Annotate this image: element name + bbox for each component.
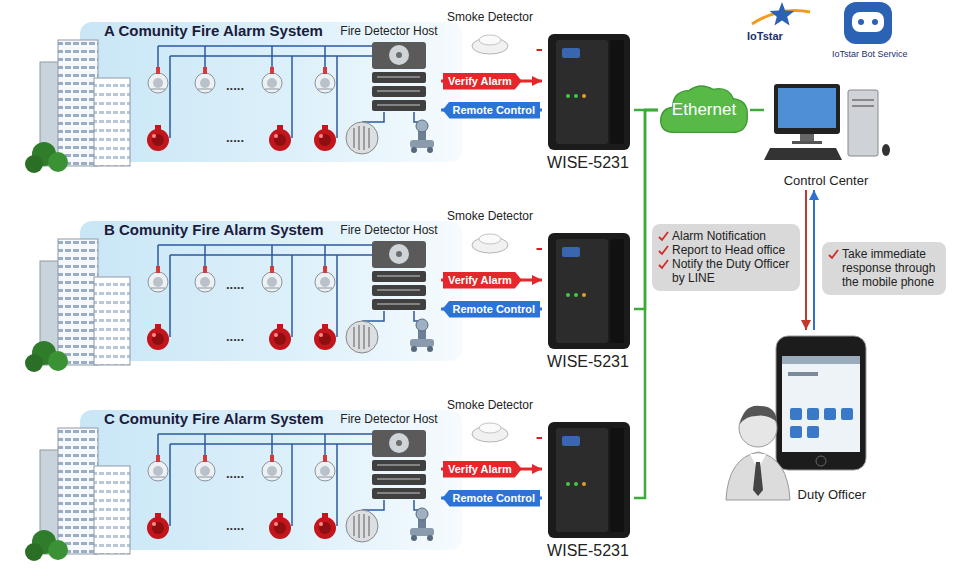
arrow-label: Verify Alarm — [443, 73, 522, 90]
bot-service-logo-part — [872, 19, 878, 25]
response-arrow — [813, 190, 815, 330]
node-label: Smoke Detector — [447, 209, 533, 223]
node-label: A Comunity Fire Alarm System — [104, 22, 323, 39]
arrow-label: Remote Control — [443, 301, 541, 318]
iotstar-logo — [752, 2, 810, 26]
mobile-phone-part — [807, 408, 819, 420]
fire-alarm-system-illustration — [25, 34, 630, 173]
person-figure — [726, 406, 790, 500]
callout-text: Report to Head office — [672, 243, 794, 257]
node-label: C Comunity Fire Alarm System — [104, 410, 324, 427]
callout-text: Notify the Duty Officer by LINE — [672, 257, 794, 285]
callout-row: Alarm Notification — [658, 229, 794, 243]
person-figure-part — [740, 406, 777, 424]
callout-text: Alarm Notification — [672, 229, 794, 243]
ellipsis-mark: ..... — [226, 329, 244, 344]
node-label: Smoke Detector — [447, 10, 533, 24]
mobile-phone-part — [841, 408, 853, 420]
mobile-phone-part — [790, 408, 802, 420]
arrow-label: Verify Alarm — [443, 272, 522, 289]
node-label: Smoke Detector — [447, 398, 533, 412]
computer-icon-part — [848, 90, 878, 156]
callout-row: Take immediate response through the mobi… — [828, 247, 940, 289]
logo-name: IoTstar — [747, 30, 783, 42]
cloud-outline — [661, 86, 748, 132]
bot-service-logo — [844, 2, 892, 44]
bot-service-logo-part — [844, 2, 892, 44]
logo-caption: IoTstar Bot Service — [832, 49, 908, 59]
node-label: Fire Detector Host — [340, 24, 437, 38]
computer-icon — [764, 84, 890, 160]
computer-icon-part — [778, 88, 836, 128]
arrow-label: Remote Control — [443, 102, 541, 119]
callout-box: Take immediate response through the mobi… — [822, 242, 946, 295]
mobile-phone-part — [790, 426, 802, 438]
bot-service-logo-part — [858, 19, 864, 25]
notify-arrow — [805, 190, 807, 330]
computer-icon-part — [800, 134, 814, 142]
detector-wire — [537, 248, 543, 250]
node-label: WISE-5231 — [547, 542, 629, 560]
callout-text: Take immediate response through the mobi… — [842, 247, 940, 289]
person-figure-part — [726, 452, 790, 500]
mobile-phone-part — [824, 408, 836, 420]
node-label: Fire Detector Host — [340, 412, 437, 426]
callout-row: Report to Head office — [658, 243, 794, 257]
mobile-phone-part — [782, 356, 860, 452]
mobile-phone — [776, 336, 866, 470]
node-label: Duty Officer — [798, 487, 866, 502]
computer-icon-part — [764, 148, 842, 160]
arrow-label: Verify Alarm — [443, 461, 522, 478]
check-mark — [658, 245, 669, 256]
arrow-label: Remote Control — [443, 490, 541, 507]
computer-icon-part — [852, 100, 874, 106]
ellipsis-mark: ..... — [226, 518, 244, 533]
callout-row: Notify the Duty Officer by LINE — [658, 257, 794, 285]
node-label: WISE-5231 — [547, 154, 629, 172]
ellipsis-mark: ..... — [226, 277, 244, 292]
node-label: B Comunity Fire Alarm System — [104, 221, 324, 238]
check-mark-stroke — [659, 246, 668, 254]
check-mark — [658, 231, 669, 242]
ethernet-cloud: Ethernet — [658, 82, 750, 138]
computer-icon-part — [774, 84, 840, 134]
mobile-phone-part — [776, 336, 866, 470]
check-mark-stroke — [659, 260, 668, 268]
check-mark — [658, 259, 669, 270]
person-figure-part — [753, 462, 763, 496]
ellipsis-mark: ..... — [226, 466, 244, 481]
check-mark-stroke — [829, 250, 838, 258]
node-label: WISE-5231 — [547, 353, 629, 371]
check-mark-stroke — [659, 232, 668, 240]
fire-alarm-system-illustration — [25, 233, 630, 372]
ellipsis-mark: ..... — [226, 78, 244, 93]
node-label: Ethernet — [672, 100, 736, 120]
computer-icon-part — [792, 141, 822, 144]
check-mark — [828, 249, 839, 260]
fire-alarm-system-illustration — [25, 422, 630, 561]
computer-icon-part — [882, 144, 890, 156]
iotstar-logo-part — [770, 2, 795, 26]
ethernet-line — [634, 110, 658, 498]
mobile-phone-part — [816, 456, 826, 466]
ellipsis-mark: ..... — [226, 130, 244, 145]
bot-service-logo-part — [852, 12, 884, 32]
detector-wire — [537, 49, 543, 51]
node-label: Fire Detector Host — [340, 223, 437, 237]
node-label: Control Center — [784, 173, 869, 188]
mobile-phone-part — [788, 372, 818, 376]
detector-wire — [537, 437, 543, 439]
callout-box: Alarm NotificationReport to Head officeN… — [652, 224, 800, 291]
ethernet-line — [750, 109, 764, 112]
mobile-phone-part — [807, 426, 819, 438]
mobile-phone-part — [782, 356, 860, 364]
